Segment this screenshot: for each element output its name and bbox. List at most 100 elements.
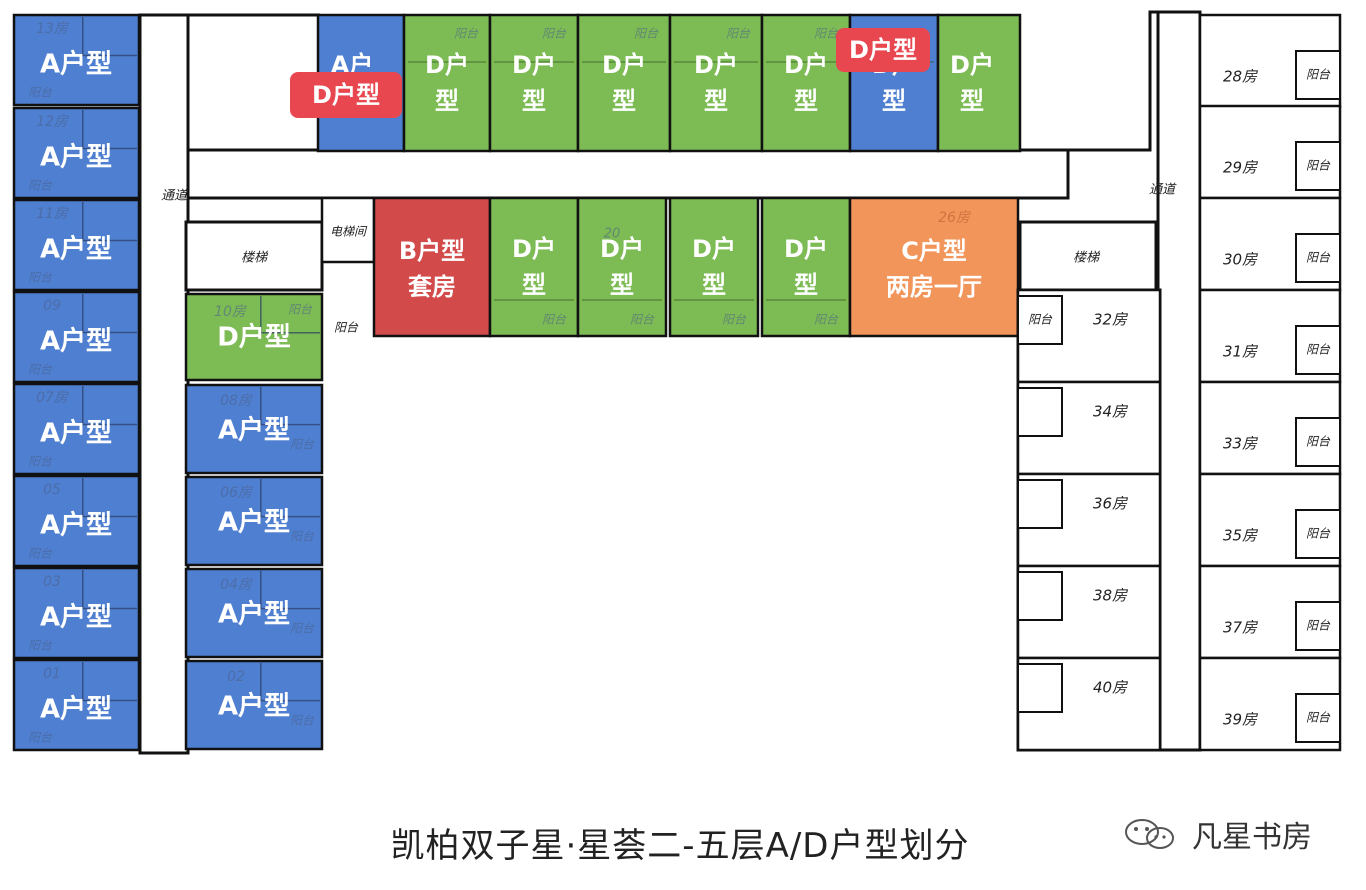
balcony-label: 阳台 [726,27,751,41]
balcony-label: 阳台 [1306,619,1331,633]
room-number: 03 [43,574,61,590]
unit-type-label: A户型 [218,599,290,630]
balcony-box [1017,479,1063,529]
balcony-label: 阳台 [290,622,315,636]
room-number: 30房 [1223,251,1259,269]
unit-type-label: 型 [704,87,728,115]
balcony-label: 阳台 [722,313,747,327]
unit-a-left [12,290,141,384]
middle-corridor [186,148,1070,200]
balcony-box [1017,663,1063,713]
room-number: 01 [43,666,61,682]
balcony-box [1017,571,1063,621]
unit-type-label: D户 [694,51,738,79]
unit-c-two-bedroom [848,196,1020,338]
unit-a-left [12,474,141,568]
balcony-label: 阳台 [634,27,659,41]
unit-a-left [12,13,141,107]
watermark: 凡星书房 [1120,814,1312,855]
unit-type-label: A户型 [40,142,112,173]
unit-a-left [12,566,141,660]
callout-tag [836,28,930,72]
balcony-label: 阳台 [1306,527,1331,541]
room-number: 11房 [36,206,69,222]
balcony-label: 阳台 [1306,68,1331,82]
balcony-label: 阳台 [630,313,655,327]
corridor-label: 通道 [1149,183,1177,198]
room-number: 39房 [1223,711,1259,729]
unit-type-label: A户型 [218,415,290,446]
room-number: 36房 [1093,495,1129,513]
elevator-label: 电梯间 [330,225,368,239]
balcony-box [1295,601,1341,651]
balcony-box [1295,233,1341,283]
balcony-label: 阳台 [28,731,53,745]
balcony-label: 阳台 [28,86,53,100]
room-number: 20 [604,227,621,242]
room-number: 35房 [1223,527,1259,545]
balcony-label: 阳台 [334,321,359,335]
unit-d-top [402,13,492,153]
balcony-box [1017,295,1063,345]
unit-type-label: D户 [512,235,556,263]
room-number: 26房 [938,210,971,226]
unit-type-label: 型 [960,87,984,115]
unit-type-label: A户型 [40,418,112,449]
unit-a-left [12,198,141,292]
unit-type-label: A户型 [218,691,290,722]
unit-type-label: 型 [522,271,546,299]
unit-type-label: D户 [602,51,646,79]
room-number: 05 [43,482,61,498]
unit-type-label: D户 [950,51,994,79]
balcony-label: 阳台 [288,303,313,317]
unit-b-suite [372,196,492,338]
balcony-label: 阳台 [28,639,53,653]
unit-a-inner [184,475,324,567]
room-number: 38房 [1093,587,1129,605]
room-number: 29房 [1223,159,1259,177]
unit-type-label: 型 [794,87,818,115]
unit-a-inner [184,659,324,751]
balcony-label: 阳台 [1028,313,1053,327]
balcony-box [1295,141,1341,191]
unit-type-label: 型 [435,87,459,115]
unit-a-left [12,106,141,200]
balcony-label: 阳台 [28,363,53,377]
room-number: 13房 [36,21,69,37]
callout-tag-text: D户型 [312,81,380,109]
unit-type-label: 型 [794,271,818,299]
room-number: 04房 [220,577,253,593]
floor-plan-caption: 凯柏双子星·星荟二-五层A/D户型划分 [390,826,970,866]
unit-d-top [488,13,580,153]
unit-d-top [760,13,852,153]
unit-type-label: 型 [610,271,634,299]
room-number: 40房 [1093,679,1129,697]
balcony-label: 阳台 [28,547,53,561]
balcony-label: 阳台 [542,313,567,327]
unit-type-label: D户 [600,235,644,263]
unit-a-inner [184,383,324,475]
unit-type-label: D户 [512,51,556,79]
balcony-label: 阳台 [454,27,479,41]
callout-tag-text: D户型 [849,36,917,64]
balcony-label: 阳台 [542,27,567,41]
room-number: 07房 [36,390,69,406]
unit-d-middle [668,196,760,338]
unit-type-label: D户 [425,51,469,79]
stairwell-right [1018,220,1158,292]
unit-d-top [668,13,764,153]
balcony-label: 阳台 [1306,159,1331,173]
room-number: 12房 [36,114,69,130]
unit-type-label: 型 [612,87,636,115]
room-number: 09 [43,298,61,314]
unit-type-label: 型 [882,87,906,115]
unit-type-label: D户 [784,235,828,263]
callout-tag [290,72,402,118]
unit-d-middle [576,196,668,338]
balcony-box [1295,509,1341,559]
unit-type-label: B户型 [399,237,465,265]
balcony-label: 阳台 [1306,251,1331,265]
unit-d-inner [184,292,324,382]
unit-type-label: C户型 [901,237,967,265]
balcony-label: 阳台 [290,438,315,452]
